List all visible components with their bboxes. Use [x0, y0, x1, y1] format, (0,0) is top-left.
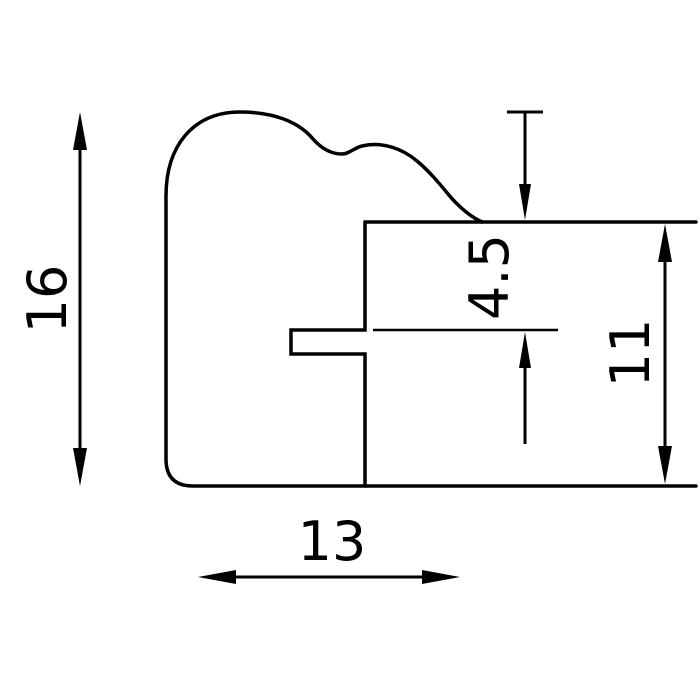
- dim-16-label: 16: [16, 265, 79, 334]
- dimension-overall-height: 16: [16, 112, 87, 486]
- dim-16-arrow-up-icon: [73, 112, 87, 150]
- dim-13-label: 13: [298, 510, 367, 573]
- dim-45-arrow-down-icon: [519, 184, 531, 220]
- dim-45-label: 4.5: [458, 234, 521, 320]
- dim-16-arrow-down-icon: [73, 448, 87, 486]
- dim-11-arrow-down-icon: [658, 446, 672, 484]
- inner-face-with-notch: [289, 220, 367, 488]
- dimension-inner-height: 11: [599, 224, 672, 484]
- moulding-body-outline: [164, 110, 698, 488]
- dim-13-arrow-left-icon: [198, 570, 236, 584]
- dimension-overall-width: 13: [198, 510, 460, 584]
- dim-13-arrow-right-icon: [422, 570, 460, 584]
- dim-11-arrow-up-icon: [658, 224, 672, 262]
- profile-outline: [164, 110, 698, 488]
- dimension-rabbet-depth: 4.5: [458, 110, 543, 444]
- dim-11-label: 11: [599, 319, 662, 388]
- dim-45-arrow-up-icon: [519, 332, 531, 368]
